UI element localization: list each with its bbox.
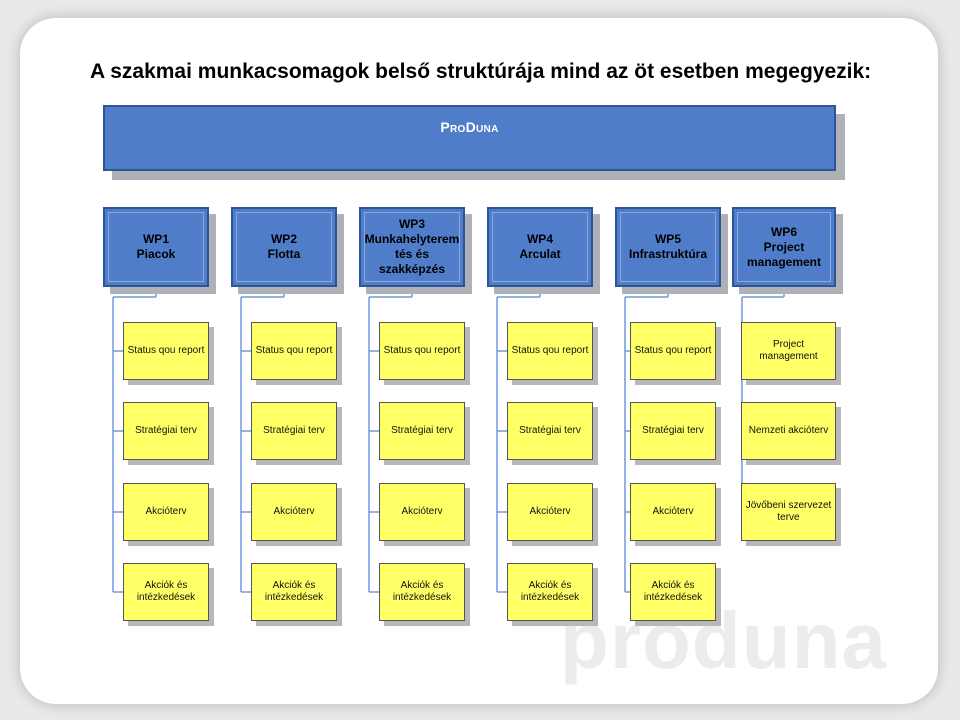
work-package-label: WP6 Project management (746, 224, 822, 269)
work-package-label: WP1 Piacok (136, 232, 176, 261)
work-package-box: WP5 Infrastruktúra (615, 207, 721, 287)
task-box: Akcióterv (630, 483, 716, 541)
task-box: Stratégiai terv (379, 402, 465, 460)
work-package-box: WP4 Arculat (487, 207, 593, 287)
work-package-box: WP2 Flotta (231, 207, 337, 287)
task-box: Stratégiai terv (251, 402, 337, 460)
task-box: Akcióterv (507, 483, 593, 541)
produna-top-box: ProDuna (103, 105, 836, 171)
task-box: Jövőbeni szervezet terve (741, 483, 836, 541)
task-box: Akciók és intézkedések (507, 563, 593, 621)
work-package-box: WP3 Munkahelyterem tés és szakképzés (359, 207, 465, 287)
task-box: Akcióterv (251, 483, 337, 541)
task-box: Stratégiai terv (507, 402, 593, 460)
task-box: Stratégiai terv (630, 402, 716, 460)
task-box: Nemzeti akcióterv (741, 402, 836, 460)
task-box: Akciók és intézkedések (123, 563, 209, 621)
task-box: Akcióterv (123, 483, 209, 541)
work-package-label: WP3 Munkahelyterem tés és szakképzés (364, 217, 460, 276)
task-box: Status qou report (630, 322, 716, 380)
task-box: Project management (741, 322, 836, 380)
task-box: Status qou report (123, 322, 209, 380)
work-package-box: WP6 Project management (732, 207, 836, 287)
slide-title: A szakmai munkacsomagok belső struktúráj… (90, 60, 872, 83)
watermark-text: produna (560, 600, 887, 685)
work-package-label: WP4 Arculat (519, 232, 561, 261)
task-box: Akciók és intézkedések (630, 563, 716, 621)
work-package-label: WP2 Flotta (267, 232, 301, 261)
task-box: Status qou report (251, 322, 337, 380)
task-box: Akciók és intézkedések (251, 563, 337, 621)
task-box: Status qou report (379, 322, 465, 380)
task-box: Akciók és intézkedések (379, 563, 465, 621)
task-box: Status qou report (507, 322, 593, 380)
task-box: Stratégiai terv (123, 402, 209, 460)
work-package-label: WP5 Infrastruktúra (628, 232, 708, 261)
task-box: Akcióterv (379, 483, 465, 541)
produna-top-box-label: ProDuna (440, 119, 499, 135)
produna-watermark-logo: produna (560, 600, 887, 685)
work-package-box: WP1 Piacok (103, 207, 209, 287)
